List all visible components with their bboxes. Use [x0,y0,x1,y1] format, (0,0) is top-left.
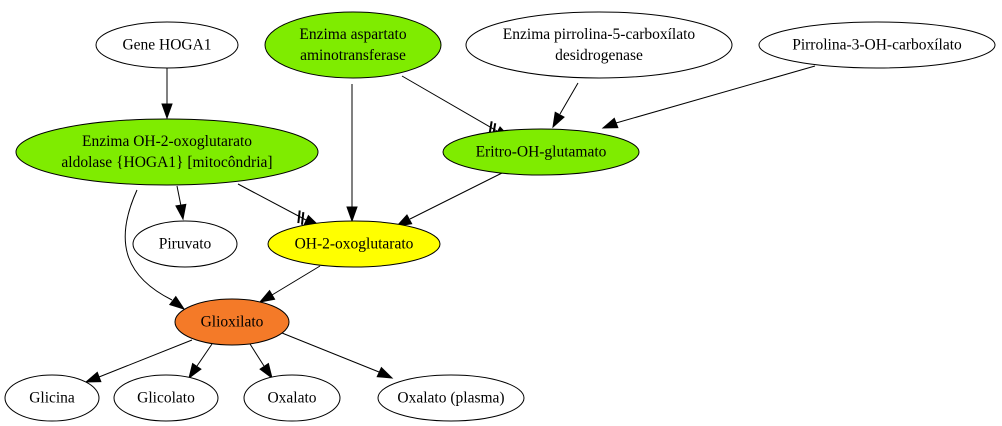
node-gene-hoga1: Gene HOGA1 [95,21,239,69]
edge-enzima_pirrolina-to-eritro_oh_glutamato [552,82,579,129]
node-ellipse [113,374,219,422]
node-ellipse [267,220,441,268]
node-label-line: Enzima pirrolina-5-carboxílato [503,26,696,43]
edge-line [237,183,307,221]
arrowhead [376,366,394,379]
arrowhead [161,103,173,120]
edge-line [176,185,182,207]
node-ellipse [465,11,733,79]
node-ellipse [15,118,319,186]
edge-oh2_oxoglutarato-to-glioxilato [258,265,321,303]
node-enzima-aspartato: Enzima aspartato aminotransferase [264,11,442,79]
node-ellipse [4,374,100,422]
arrowhead [188,362,202,380]
node-label-line: Gene HOGA1 [122,37,211,54]
node-ellipse [243,374,341,422]
node-enzima-pirrolina: Enzima pirrolina-5-carboxílato desidrogen… [465,11,733,79]
edge-eritro_oh_glutamato-to-oh2_oxoglutarato [395,172,503,227]
node-ellipse [377,374,525,422]
node-glicolato: Glicolato [113,374,219,422]
edge-gene_hoga1-to-enzima_oh2_aldolase [161,68,173,120]
double-tick-mark [488,121,493,134]
edge-line [271,265,321,296]
edge-enzima_aspartato-to-eritro_oh_glutamato [401,75,512,139]
node-pirrolina-3-oh: Pirrolina-3-OH-carboxílato [758,21,996,69]
edge-line [98,339,193,378]
node-ellipse [758,21,996,69]
double-tick-mark [297,210,301,224]
node-piruvato: Piruvato [132,220,238,268]
node-enzima-oh2-aldolase: Enzima OH-2-oxoglutarato aldolase {HOGA1}… [15,118,319,186]
node-label-line: aminotransferase [300,47,406,64]
node-label-line: Glioxilato [201,314,264,331]
edge-line [615,65,816,124]
edge-glioxilato-to-oxalato_plasma [281,332,394,379]
arrowhead [346,206,358,223]
arrowhead [168,295,186,310]
node-glicina: Glicina [4,374,100,422]
node-label-line: aldolase {HOGA1} [mitocôndria] [61,154,272,171]
arrowhead [552,111,565,129]
node-label-line: Pirrolina-3-OH-carboxílato [792,37,962,54]
edge-glioxilato-to-glicolato [188,343,213,380]
edge-enzima_aspartato-to-oh2_oxoglutarato [346,84,358,223]
edge-enzima_oh2_aldolase-to-glioxilato [124,189,186,310]
edges-layer [84,65,816,383]
arrowhead [258,289,276,303]
arrowhead [175,203,187,221]
edge-line [559,82,579,115]
node-label-line: Enzima aspartato [299,26,406,43]
arrowhead [259,362,273,380]
node-ellipse [95,21,239,69]
edge-enzima_oh2_aldolase-to-oh2_oxoglutarato [237,183,321,227]
edge-pirrolina_3_oh-to-eritro_oh_glutamato [601,65,816,129]
arrowhead [84,371,102,383]
node-ellipse [174,298,290,346]
edge-line [249,343,265,367]
edge-line [401,75,498,132]
node-label-line: Glicolato [137,390,195,407]
arrowhead [601,117,619,129]
node-oh2-oxoglutarato: OH-2-oxoglutarato [267,220,441,268]
node-eritro-oh-glutamato: Eritro-OH-glutamato [442,128,640,176]
node-label-line: Glicina [29,390,75,407]
node-oxalato: Oxalato [243,374,341,422]
node-ellipse [264,11,442,79]
edge-line [124,189,173,301]
node-label-line: Oxalato [267,390,316,407]
node-label-line: OH-2-oxoglutarato [295,236,414,253]
edge-line [281,332,380,373]
edge-enzima_oh2_aldolase-to-piruvato [175,185,187,221]
node-label-line: Piruvato [159,236,212,253]
node-label-line: Eritro-OH-glutamato [476,144,607,161]
edge-glioxilato-to-oxalato [249,343,273,380]
node-label-line: Oxalato (plasma) [397,390,504,407]
double-tick-mark [300,212,305,225]
node-label-line: Enzima OH-2-oxoglutarato [82,133,252,150]
edge-glioxilato-to-glicina [84,339,193,383]
edge-line [409,172,503,220]
edge-line [196,343,213,367]
node-label-line: desidrogenase [555,47,643,64]
nodes-layer: Gene HOGA1 Enzima aspartato aminotransfera… [4,11,996,422]
node-ellipse [132,220,238,268]
node-oxalato-plasma: Oxalato (plasma) [377,374,525,422]
node-ellipse [442,128,640,176]
node-glioxilato: Glioxilato [174,298,290,346]
